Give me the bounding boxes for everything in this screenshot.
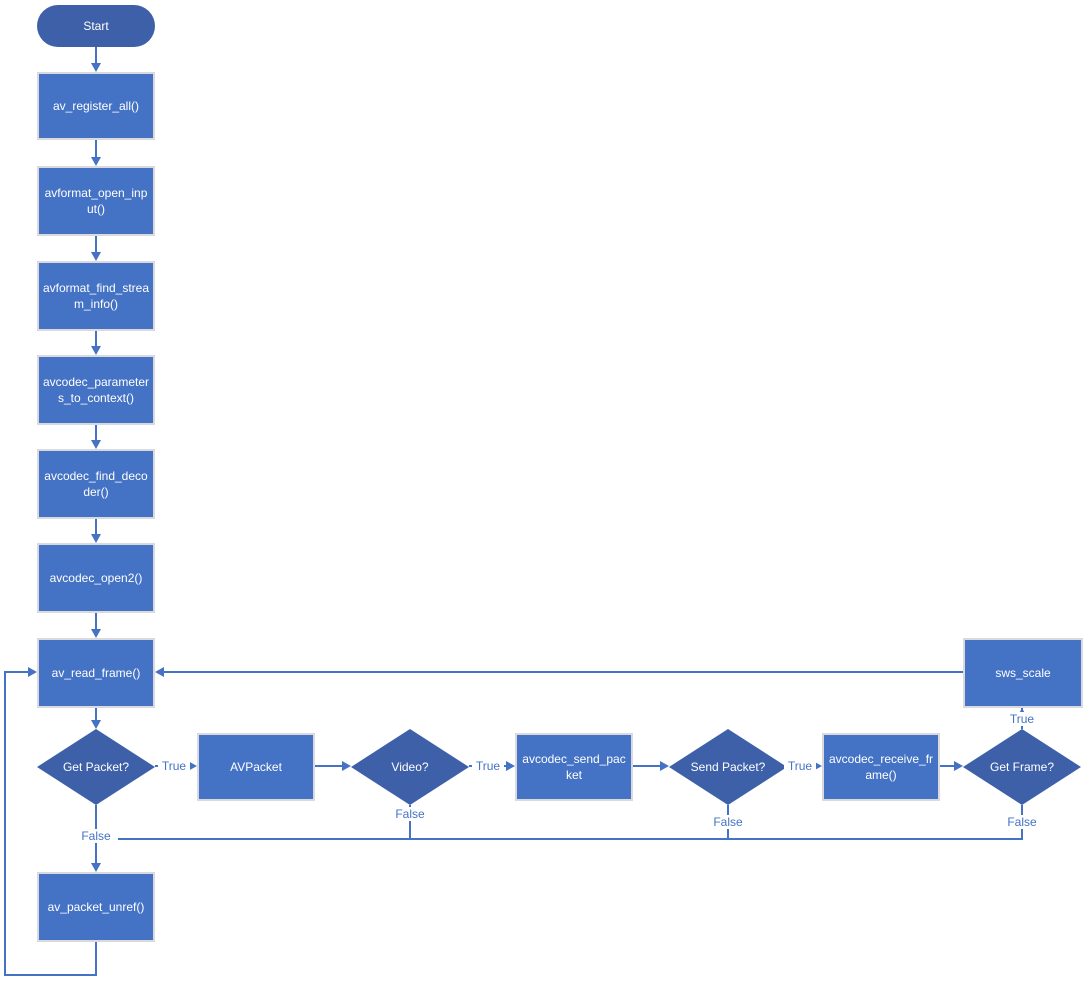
conn-unref-loop-bottom [4,974,97,976]
conn-false-collector [95,838,1023,840]
arrowhead-down-icon [91,534,101,543]
arrowhead-right-icon [506,761,515,771]
node-avcodec-receive-frame-label: avcodec_receive_frame() [828,751,934,782]
node-sws-scale: sws_scale [963,638,1083,708]
node-get-packet-label: Get Packet? [62,759,130,774]
arrowhead-down-icon [91,252,101,261]
node-avcodec-find-decoder-label: avcodec_find_decoder() [44,468,148,499]
conn-parameters-to-find-decoder [95,425,97,440]
conn-unref-loop-down [95,942,97,976]
conn-start-to-register [95,47,97,63]
conn-sws-scale-to-read-frame [163,671,963,673]
node-get-frame-decision: Get Frame? [963,729,1081,805]
arrowhead-down-icon [91,629,101,638]
node-avcodec-parameters-to-context-label: avcodec_parameters_to_context() [42,374,150,405]
edge-label-get-packet-true: True [158,759,190,773]
node-video-decision: Video? [351,729,469,805]
node-avpacket: AVPacket [197,733,315,801]
node-sws-scale-label: sws_scale [995,665,1051,680]
node-avcodec-receive-frame: avcodec_receive_frame() [822,733,940,801]
edge-label-get-packet-false: False [74,829,118,843]
node-send-packet-decision: Send Packet? [669,729,787,805]
arrowhead-right-icon [342,761,351,771]
node-av-register-all-label: av_register_all() [52,98,140,113]
arrowhead-down-icon [91,63,101,72]
conn-register-to-open-input [95,140,97,157]
conn-unref-loop-into-read-frame [6,671,28,673]
conn-open-input-to-find-stream [95,236,97,252]
arrowhead-left-icon [155,667,164,677]
conn-video-false [409,805,411,839]
conn-avpacket-to-video [315,765,342,767]
node-avformat-open-input: avformat_open_input() [37,166,155,236]
node-avcodec-send-packet-label: avcodec_send_packet [522,751,626,782]
arrowhead-right-icon [813,761,822,771]
node-video-label: Video? [391,759,429,774]
arrowhead-down-icon [91,440,101,449]
node-avcodec-find-decoder: avcodec_find_decoder() [37,449,155,519]
arrowhead-right-icon [954,761,963,771]
edge-label-get-frame-true: True [1003,712,1041,726]
arrowhead-down-icon [91,863,101,872]
node-av-packet-unref-label: av_packet_unref() [47,899,145,914]
arrowhead-down-icon [91,346,101,355]
arrowhead-down-icon [91,720,101,729]
node-avformat-open-input-label: avformat_open_input() [44,185,148,216]
node-av-register-all: av_register_all() [37,72,155,140]
node-avcodec-send-packet: avcodec_send_packet [515,733,633,801]
node-av-read-frame-label: av_read_frame() [51,665,141,680]
node-avcodec-open2-label: avcodec_open2() [49,570,143,585]
node-av-read-frame: av_read_frame() [37,638,155,708]
node-start-label: Start [83,18,109,33]
node-avformat-find-stream-info-label: avformat_find_stream_info() [42,280,150,311]
node-avcodec-parameters-to-context: avcodec_parameters_to_context() [37,355,155,425]
node-get-frame-label: Get Frame? [989,759,1055,774]
node-avpacket-label: AVPacket [230,759,282,774]
arrowhead-right-icon [28,667,37,677]
node-avformat-find-stream-info: avformat_find_stream_info() [37,261,155,331]
arrowhead-right-icon [188,761,197,771]
conn-send-packet-rect-to-decision [633,765,660,767]
node-avcodec-open2: avcodec_open2() [37,543,155,613]
conn-receive-frame-to-get-frame [940,765,954,767]
conn-find-decoder-to-open2 [95,519,97,534]
edge-label-video-true: True [472,759,504,773]
node-av-packet-unref: av_packet_unref() [37,872,155,942]
node-send-packet-label: Send Packet? [690,759,766,774]
edge-label-video-false: False [392,807,428,821]
conn-unref-loop-left [4,671,6,976]
edge-label-send-packet-true: True [784,759,816,773]
edge-label-get-frame-false: False [1004,815,1040,829]
edge-label-send-packet-false: False [710,815,746,829]
arrowhead-down-icon [91,157,101,166]
node-get-packet-decision: Get Packet? [37,729,155,805]
conn-open2-to-read-frame [95,613,97,629]
node-start: Start [37,5,155,47]
conn-find-stream-to-parameters [95,331,97,346]
conn-read-frame-to-get-packet [95,708,97,720]
arrowhead-right-icon [660,761,669,771]
